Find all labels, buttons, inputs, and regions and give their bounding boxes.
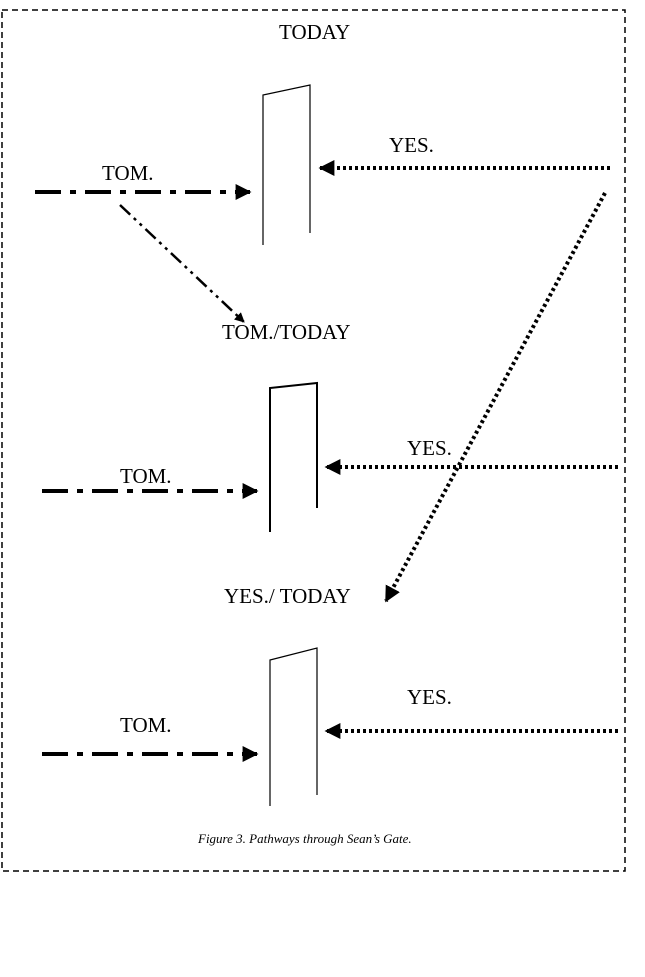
label-yes-top: YES. [389, 133, 434, 157]
label-tom-top: TOM. [102, 161, 154, 185]
label-tom-middle: TOM. [120, 464, 172, 488]
label-today: TODAY [279, 20, 351, 44]
gate-yes-today [269, 647, 318, 806]
label-yes-middle: YES. [407, 436, 452, 460]
label-yes-bottom: YES. [407, 685, 452, 709]
gate-tom-today [269, 381, 318, 532]
gate-today [262, 84, 311, 245]
tom-diagonal-arrow [119, 204, 245, 323]
figure-frame [1, 9, 626, 872]
label-tom-bottom: TOM. [120, 713, 172, 737]
yes-diagonal-arrow [384, 192, 607, 603]
label-yes-today: YES./ TODAY [224, 584, 351, 608]
label-tom-today: TOM./TODAY [222, 320, 351, 344]
figure-caption: Figure 3. Pathways through Sean’s Gate. [198, 831, 412, 846]
